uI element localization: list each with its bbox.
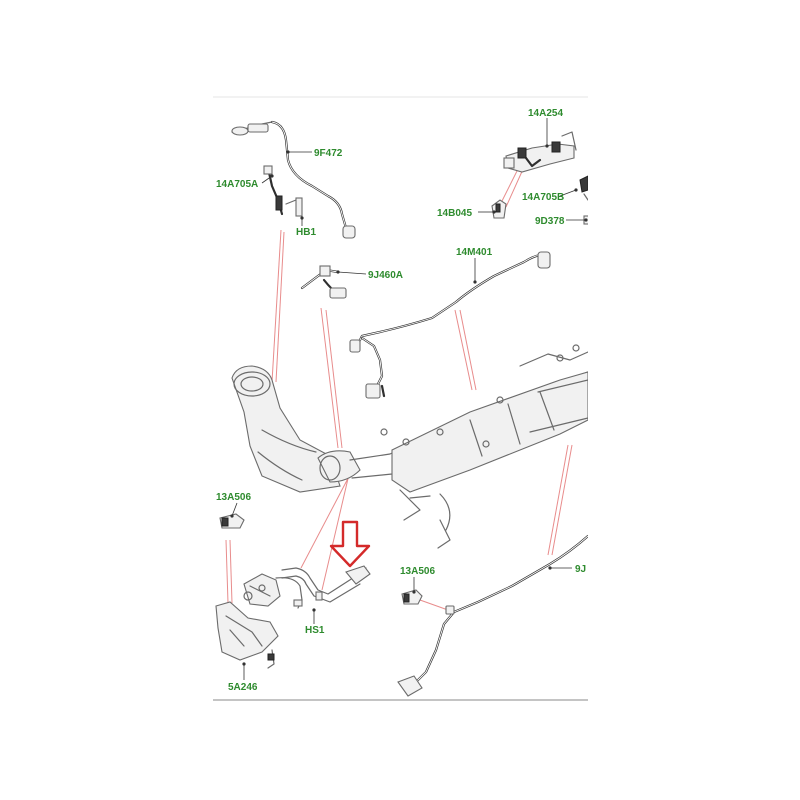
reference-lines: [225, 164, 573, 611]
label-9f472: 9F472: [314, 148, 343, 159]
label-14a254: 14A254: [528, 108, 563, 119]
label-hs1: HS1: [305, 625, 325, 636]
clip-13a506-right: [401, 589, 423, 605]
clip-14b045: [491, 199, 507, 219]
bracket-14a254: [503, 131, 577, 173]
sensor-9j460a: [300, 265, 347, 299]
pipe-hs1: [281, 565, 371, 603]
label-5a246: 5A246: [228, 682, 258, 693]
body-clips: [380, 344, 580, 549]
label-14m401: 14M401: [456, 247, 493, 258]
harness-9j: [397, 534, 590, 697]
clip-13a506-left: [219, 513, 245, 529]
right-crop-mask: [588, 0, 800, 800]
label-9d378: 9D378: [535, 216, 565, 227]
down-arrow-icon: [329, 520, 371, 568]
assembly-5a246: [215, 573, 303, 669]
sensor-9f472: [231, 120, 356, 239]
label-14a705b: 14A705B: [522, 192, 564, 203]
sensor-14a705b: [579, 175, 589, 201]
label-13a506-right: 13A506: [400, 566, 435, 577]
label-13a506-left: 13A506: [216, 492, 251, 503]
exhaust-system: [231, 351, 589, 521]
harness-14m401: [349, 251, 551, 399]
label-hb1: HB1: [296, 227, 316, 238]
label-9j-partial: 9J: [575, 564, 586, 575]
label-9j460a: 9J460A: [368, 270, 403, 281]
label-14a705a: 14A705A: [216, 179, 258, 190]
label-14b045: 14B045: [437, 208, 472, 219]
leader-lines: [230, 118, 588, 680]
